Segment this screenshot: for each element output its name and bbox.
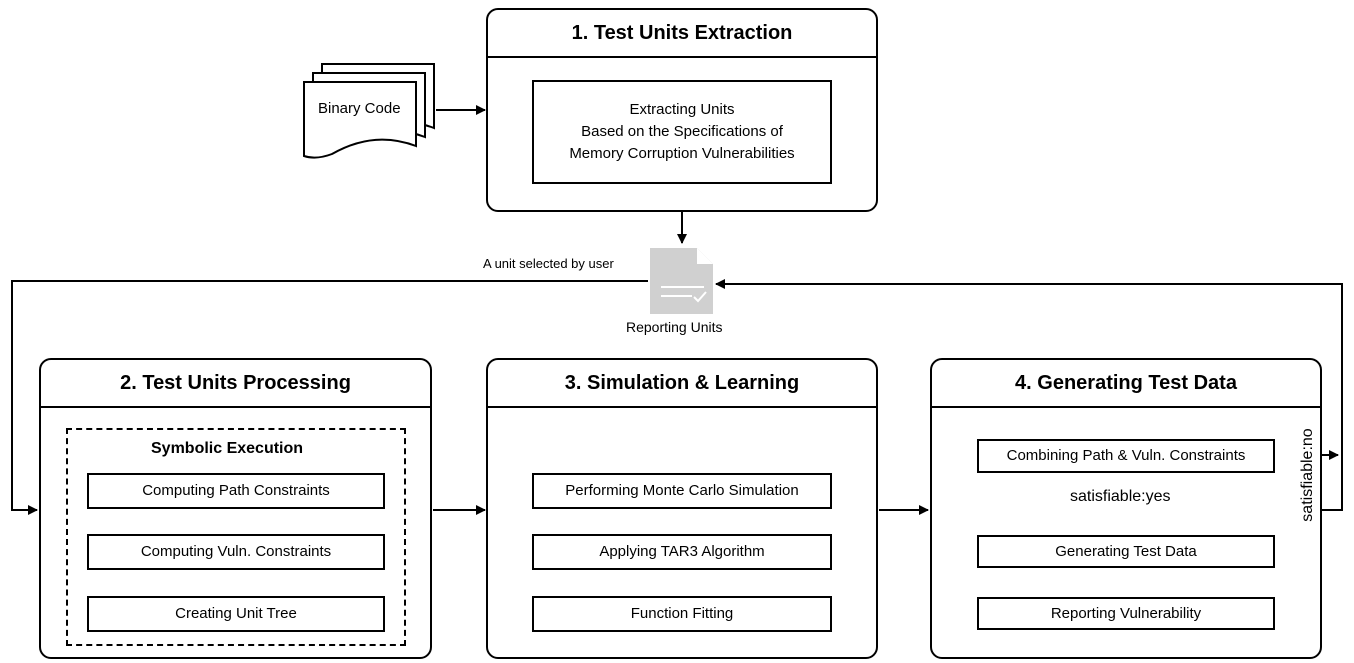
phase4-title: 4. Generating Test Data (932, 360, 1320, 408)
reporting-vulnerability-box: Reporting Vulnerability (977, 597, 1275, 630)
report-document-icon (650, 248, 713, 314)
symbolic-execution-title: Symbolic Execution (151, 440, 304, 457)
satisfiable-no-label: satisfiable:no (1299, 428, 1316, 522)
reporting-units-label: Reporting Units (626, 319, 723, 335)
creating-unit-tree-box: Creating Unit Tree (87, 596, 385, 632)
binary-code-document-icon (303, 63, 435, 159)
extracting-units-line-3: Memory Corruption Vulnerabilities (569, 145, 795, 162)
tar3-algorithm-box: Applying TAR3 Algorithm (532, 534, 832, 570)
phase3-title: 3. Simulation & Learning (488, 360, 876, 408)
computing-vuln-constraints-box: Computing Vuln. Constraints (87, 534, 385, 570)
extracting-units-box: Extracting Units Based on the Specificat… (532, 80, 832, 184)
phase2-title: 2. Test Units Processing (41, 360, 430, 408)
arrow-phase4-to-report (715, 279, 1343, 511)
binary-code-label: Binary Code (318, 100, 401, 117)
satisfiable-yes-label: satisfiable:yes (1070, 488, 1171, 505)
extracting-units-line-1: Extracting Units (629, 101, 735, 118)
generating-test-data-box: Generating Test Data (977, 535, 1275, 568)
arrow-report-to-processing (11, 280, 648, 515)
computing-path-constraints-box: Computing Path Constraints (87, 473, 385, 509)
combining-constraints-box: Combining Path & Vuln. Constraints (977, 439, 1275, 473)
monte-carlo-simulation-box: Performing Monte Carlo Simulation (532, 473, 832, 509)
unit-selected-label: A unit selected by user (483, 256, 614, 271)
phase1-title: 1. Test Units Extraction (488, 10, 876, 58)
function-fitting-box: Function Fitting (532, 596, 832, 632)
symbolic-execution-group (66, 428, 406, 646)
extracting-units-line-2: Based on the Specifications of (581, 123, 783, 140)
